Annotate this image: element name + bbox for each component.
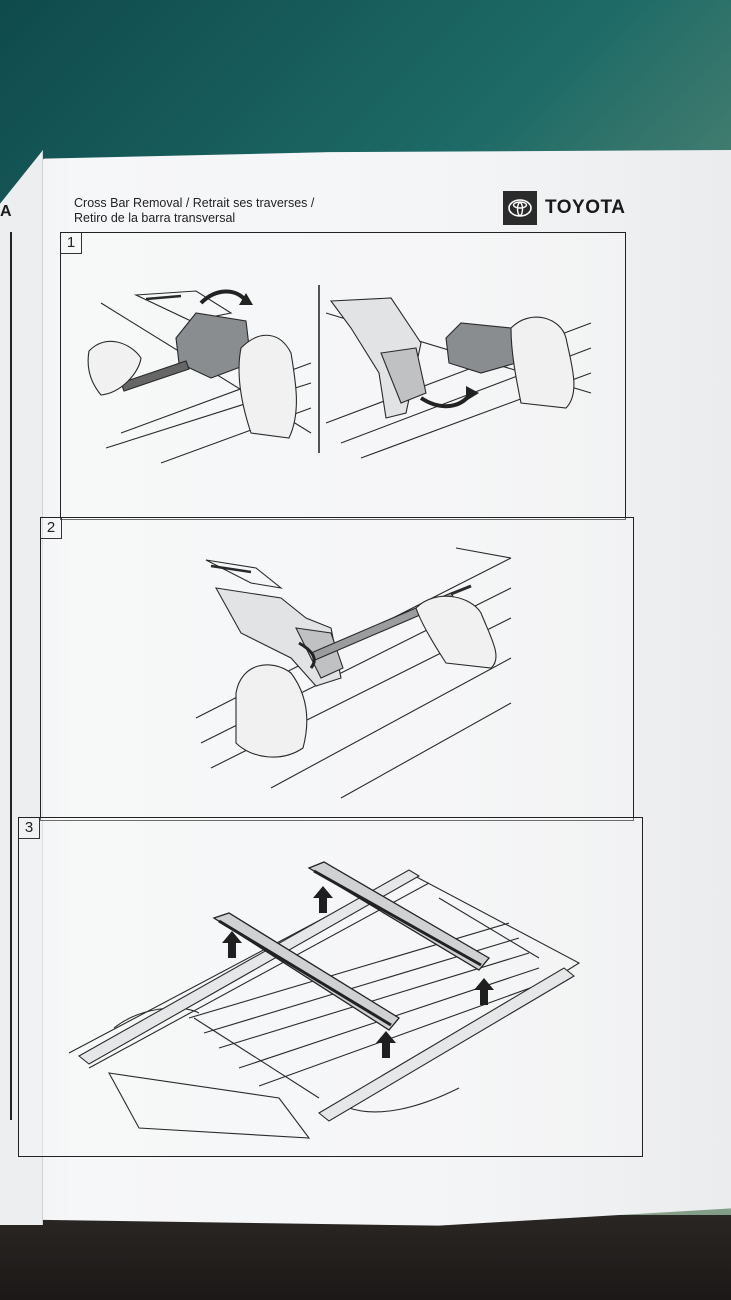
step-3-illustration [68,861,581,1139]
toyota-emblem-icon [503,191,537,225]
previous-page-letter: A [0,203,12,220]
previous-page-frame [0,232,12,1120]
brand-logo: TOYOTA [503,191,625,225]
step-1-illustration [87,285,592,464]
step-2-number: 2 [41,518,62,539]
brand-name: TOYOTA [545,197,626,218]
section-title: Cross Bar Removal / Retrait ses traverse… [74,196,374,226]
previous-page-edge [0,150,43,1225]
step-2-illustration [195,547,512,799]
step-1-number: 1 [61,233,82,254]
step-1-panel: 1 [60,232,626,520]
step-3-panel: 3 [18,817,643,1157]
step-2-panel: 2 [40,517,634,821]
title-line-1: Cross Bar Removal / Retrait ses traverse… [74,196,315,210]
table-surface [0,1215,731,1300]
step-3-number: 3 [19,818,40,839]
lift-arrow-icon [222,886,494,1058]
title-line-2: Retiro de la barra transversal [74,211,236,225]
